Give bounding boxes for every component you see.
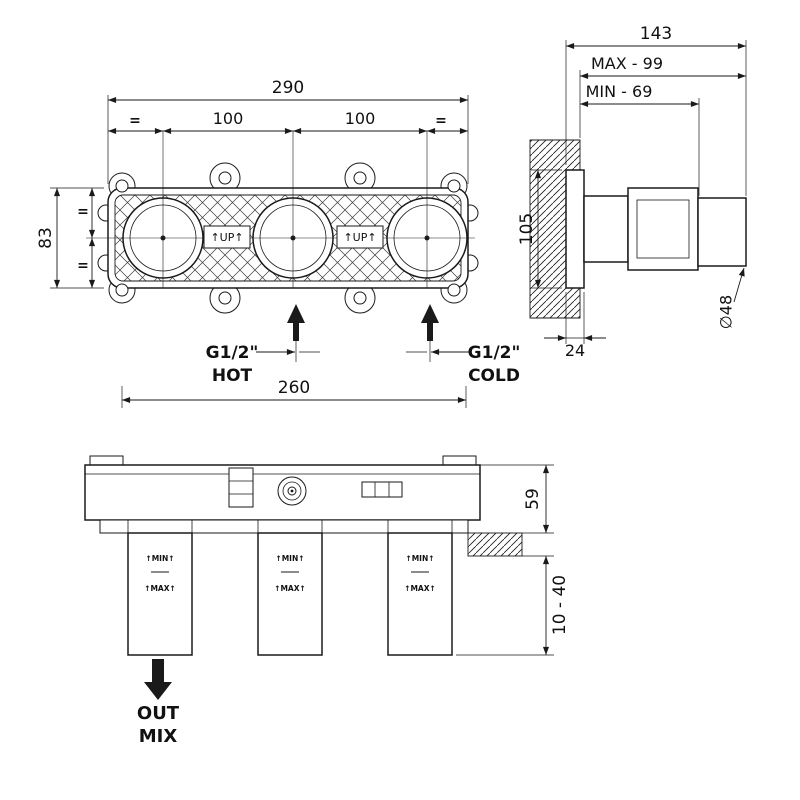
- eq-side-top: =: [77, 204, 89, 220]
- body-step: [583, 195, 629, 263]
- base-plate-ticks: [127, 520, 453, 533]
- up-marker-box-left: [203, 225, 251, 249]
- wall-tile-hatch: [467, 532, 523, 557]
- hot-inlet-arrow: [287, 304, 305, 341]
- flange-plate: [565, 169, 585, 289]
- dim-105-label: 105: [517, 213, 537, 245]
- outlet-annotation: OUT MIX: [137, 659, 180, 747]
- dim-290-label: 290: [272, 78, 304, 98]
- dim-min-label: MIN - 69: [586, 82, 653, 101]
- dim-max-99: MAX - 99: [580, 54, 746, 80]
- knob-dot: [290, 489, 294, 493]
- screw-hole: [353, 291, 367, 305]
- diameter-leader: [733, 267, 745, 303]
- block-max-mark: ↑MAX↑: [274, 584, 306, 593]
- block-min-mark: ↑MIN↑: [275, 554, 304, 563]
- up-marker-box-right: [336, 225, 384, 249]
- cold-inlet-arrow: [421, 304, 439, 341]
- center-dot: [424, 235, 430, 241]
- hot-label: HOT: [212, 366, 253, 386]
- extension-lines-front: [50, 95, 469, 408]
- protection-block: [127, 532, 193, 656]
- bracket-cluster-left: [228, 467, 254, 508]
- dim-10-40: 10 - 40: [542, 556, 570, 655]
- protection-block: [257, 532, 323, 656]
- screw-hole: [218, 291, 232, 305]
- dim-83-label: 83: [36, 227, 56, 249]
- center-dot: [160, 235, 166, 241]
- dim-105: 105: [517, 170, 542, 288]
- dim-260: 260: [122, 378, 466, 404]
- knob-ring: [282, 481, 302, 501]
- dim-diameter-label: ∅48: [717, 295, 736, 329]
- block-max-mark: ↑MAX↑: [144, 584, 176, 593]
- screw-hole: [447, 283, 461, 297]
- cold-label: COLD: [468, 366, 520, 386]
- dim-100-right-label: 100: [345, 109, 376, 128]
- side-view-section: 143 MAX - 99 MIN - 69 105 24 ∅48: [517, 24, 747, 360]
- hot-thread-label: G1/2": [206, 343, 259, 363]
- bottom-view: ↑MIN↑ ↑MAX↑ ↑MIN↑ ↑MAX↑ ↑MIN↑ ↑MAX↑ 59 1…: [84, 455, 570, 747]
- outlet-down-arrow: [144, 659, 172, 700]
- dim-100-left-label: 100: [213, 109, 244, 128]
- up-marker-right: ↑UP↑: [343, 231, 376, 244]
- up-marker-left: ↑UP↑: [210, 231, 243, 244]
- protection-block: [387, 532, 453, 656]
- dim-10-40-label: 10 - 40: [550, 575, 570, 635]
- outlet-label-line2: MIX: [139, 726, 178, 747]
- screw-hole: [218, 171, 232, 185]
- dim-143-label: 143: [640, 24, 672, 44]
- block-min-mark: ↑MIN↑: [145, 554, 174, 563]
- outlet-label-line1: OUT: [137, 703, 180, 724]
- screw-hole: [353, 171, 367, 185]
- dim-59: 59: [523, 465, 550, 533]
- screw-hole: [115, 283, 129, 297]
- screw-hole: [115, 179, 129, 193]
- dim-83: 83 = =: [36, 188, 96, 288]
- dim-59-label: 59: [523, 488, 543, 510]
- block-min-mark: ↑MIN↑: [405, 554, 434, 563]
- dim-100-100: = 100 100 =: [108, 109, 468, 135]
- cold-thread-label: G1/2": [468, 343, 521, 363]
- cartridge-inner: [636, 199, 690, 259]
- dim-max-label: MAX - 99: [591, 54, 663, 73]
- dim-143: 143: [566, 24, 746, 50]
- screw-hole: [447, 179, 461, 193]
- dim-24: 24: [544, 334, 606, 360]
- eq-top-right: =: [435, 113, 447, 129]
- eq-side-bottom: =: [77, 258, 89, 274]
- dim-24-label: 24: [565, 341, 585, 360]
- spout-cylinder: [697, 197, 747, 267]
- cartridge-housing: [627, 187, 699, 271]
- block-max-mark: ↑MAX↑: [404, 584, 436, 593]
- inlet-annotations: G1/2" HOT G1/2" COLD: [206, 304, 521, 386]
- dim-diameter-48: ∅48: [717, 267, 745, 329]
- dim-290: 290: [108, 78, 468, 104]
- protection-blocks: ↑MIN↑ ↑MAX↑ ↑MIN↑ ↑MAX↑ ↑MIN↑ ↑MAX↑: [127, 532, 453, 656]
- base-plate: [99, 519, 469, 534]
- eq-top-left: =: [129, 113, 141, 129]
- screw-holes: [115, 171, 461, 305]
- centerlines: [86, 131, 475, 288]
- dim-260-label: 260: [278, 378, 310, 398]
- extension-lines-bottom: [456, 464, 554, 656]
- center-dot: [290, 235, 296, 241]
- front-view: ↑UP↑ ↑UP↑ 290 = 100 100 =: [36, 78, 520, 408]
- bracket-cluster-right: [361, 481, 403, 498]
- dim-min-69: MIN - 69: [580, 82, 699, 108]
